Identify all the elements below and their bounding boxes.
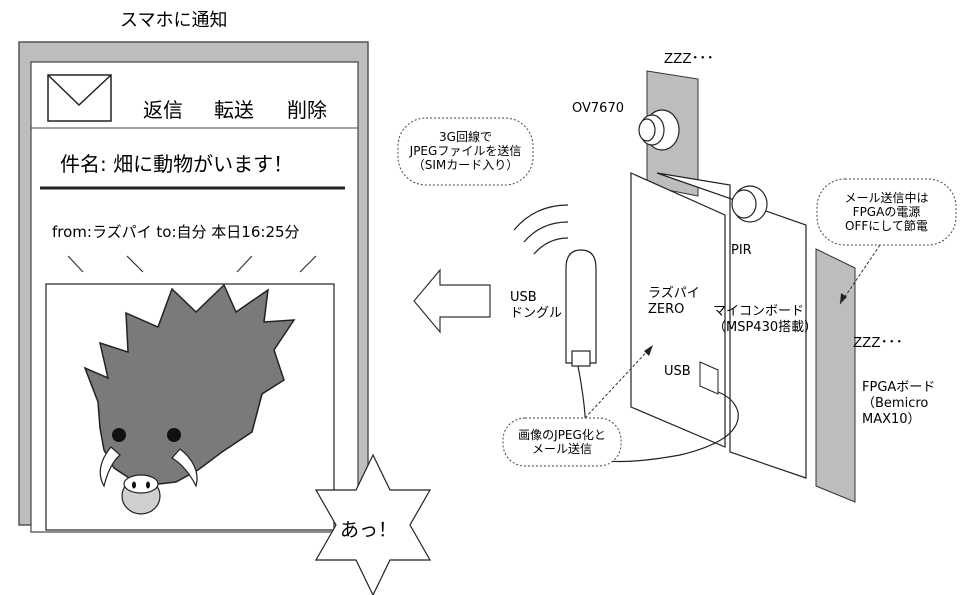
fpga-label: FPGAボード （Bemicro MAX10） xyxy=(862,380,936,427)
send-arrow xyxy=(413,268,491,334)
mail-subject: 件名: 畑に動物がいます！ xyxy=(60,152,294,176)
fpga-board xyxy=(815,248,856,503)
camera-label: OV7670 xyxy=(572,101,624,116)
power-callout: メール送信中は FPGAの電源 OFFにして節電 xyxy=(844,191,929,233)
boar-illustration xyxy=(83,283,296,515)
wireless-signal-icon xyxy=(513,204,569,255)
mcu-board xyxy=(656,172,807,479)
power-callout-box xyxy=(816,178,957,246)
mail-from-line: from:ラズパイ to:自分 本日16:25分 xyxy=(52,223,300,241)
excitement-lines xyxy=(67,255,317,273)
phone-title: スマホに通知 xyxy=(120,10,228,31)
usb-dongle-label: USB ドングル xyxy=(510,290,563,321)
exclaim-text: あっ！ xyxy=(340,519,398,541)
zzz-fpga: ZZZ･･･ xyxy=(853,334,903,351)
usb-port-label: USB xyxy=(664,364,691,379)
exclaim-star xyxy=(314,453,432,595)
usb-dongle xyxy=(565,249,597,367)
jpeg-callout-box xyxy=(502,417,622,467)
forward-button[interactable]: 転送 xyxy=(214,98,254,122)
raspi-label: ラズパイ ZERO xyxy=(648,286,700,317)
delete-button[interactable]: 削除 xyxy=(287,98,327,122)
camera-lens xyxy=(638,109,680,151)
zzz-camera: ZZZ･･･ xyxy=(664,50,714,67)
jpeg-callout: 画像のJPEG化と メール送信 xyxy=(518,428,606,456)
pir-sensor xyxy=(731,185,768,223)
network-callout: 3G回線で JPEGファイルを送信 （SIMカード入り） xyxy=(409,130,522,172)
usb-port xyxy=(699,361,719,395)
pir-label: PIR xyxy=(731,243,752,258)
reply-button[interactable]: 返信 xyxy=(143,98,183,122)
mcu-label: マイコンボード （MSP430搭載） xyxy=(713,304,818,335)
envelope-icon xyxy=(47,74,112,122)
network-callout-box xyxy=(397,117,534,186)
